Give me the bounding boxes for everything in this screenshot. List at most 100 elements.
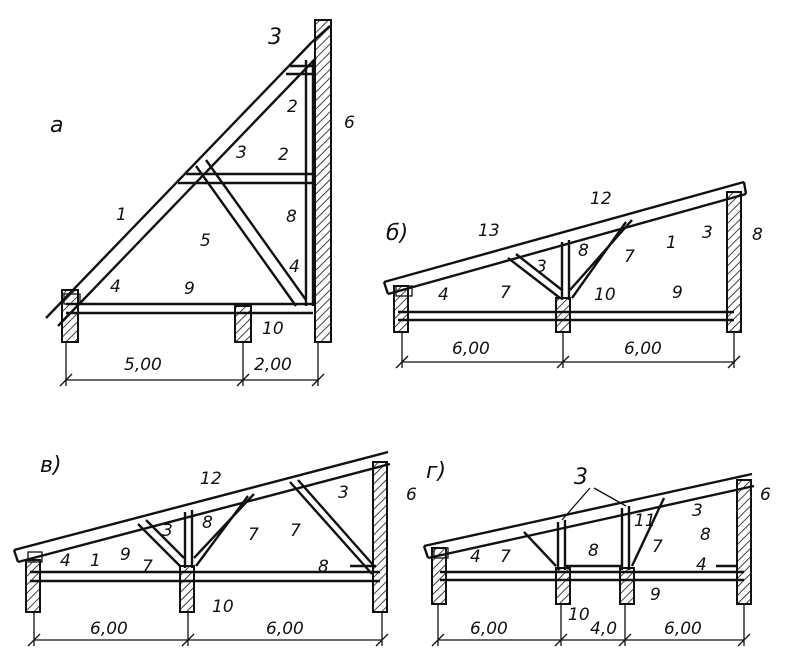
mauerlat-b-4 <box>395 285 413 297</box>
rafter-1-bottom <box>57 57 317 327</box>
wall-6 <box>314 19 332 343</box>
dim-tick-g1 <box>431 633 445 647</box>
rafter-v-end <box>12 549 20 563</box>
label-b-7-left: 7 <box>500 283 511 303</box>
label-v-3-left: 3 <box>162 521 173 541</box>
dim-a-1: 5,00 <box>124 355 162 375</box>
label-g-3-right: 3 <box>692 501 703 521</box>
label-v-3-right: 3 <box>338 483 349 503</box>
label-v-8-post: 8 <box>202 513 213 533</box>
label-v-1: 1 <box>90 551 101 571</box>
rafter-g-top <box>423 472 753 548</box>
label-a-10: 10 <box>262 319 284 339</box>
dim-b-2: 6,00 <box>624 339 662 359</box>
label-b-13: 13 <box>478 221 500 241</box>
mauerlat-g-4 <box>433 547 449 559</box>
dim-tick-v1 <box>27 633 41 647</box>
rafter-b-end2 <box>742 181 748 195</box>
panel-v: в) 1 3 3 4 6 7 7 7 8 8 9 10 12 6,00 6,00 <box>12 450 417 647</box>
label-a-2-top: 2 <box>287 97 298 117</box>
label-b-8-wall: 8 <box>752 225 763 245</box>
mauerlat-v-4 <box>27 551 43 563</box>
label-g-6: 6 <box>760 485 771 505</box>
wall-v-right <box>372 461 388 613</box>
label-a-8: 8 <box>286 207 297 227</box>
label-v-7-left: 7 <box>142 557 153 577</box>
support-b-10 <box>555 297 571 333</box>
label-b-3-left: 3 <box>536 257 547 277</box>
strut-5-a <box>195 165 297 307</box>
strut-v-left-a <box>137 523 181 567</box>
label-b-8-post: 8 <box>578 241 589 261</box>
label-a-2-mid: 2 <box>278 145 289 165</box>
label-v-6: 6 <box>406 485 417 505</box>
dim-tick-v3 <box>375 633 389 647</box>
dim-g-3: 6,00 <box>664 619 702 639</box>
label-g-7-right: 7 <box>652 537 663 557</box>
label-a-3-top: 3 <box>268 25 282 50</box>
label-v-7-mid: 7 <box>248 525 259 545</box>
leader-g-3a <box>561 487 591 521</box>
support-v-10 <box>179 565 195 613</box>
label-a-9: 9 <box>184 279 195 299</box>
dim-tick-g2 <box>554 633 568 647</box>
strut-b-left-a <box>507 257 561 299</box>
dim-g-2: 4,0 <box>590 619 617 639</box>
label-g-8-mid: 8 <box>588 541 599 561</box>
label-b-7-right: 7 <box>624 247 635 267</box>
strut-v-mid-b <box>193 493 255 559</box>
dim-tick-a2 <box>236 373 250 387</box>
label-b-10: 10 <box>594 285 616 305</box>
wall-g-right <box>736 479 752 605</box>
label-g-10: 10 <box>568 605 590 625</box>
dim-v-1: 6,00 <box>90 619 128 639</box>
dim-v-2: 6,00 <box>266 619 304 639</box>
label-g-9: 9 <box>650 585 661 605</box>
label-b-9: 9 <box>672 283 683 303</box>
label-g-11: 11 <box>634 511 656 531</box>
mauerlat-4-left <box>63 293 81 305</box>
support-g-mid2 <box>619 567 635 605</box>
dim-tick-b3 <box>727 355 741 369</box>
label-v-10: 10 <box>212 597 234 617</box>
rafter-g-end <box>422 545 430 559</box>
rafter-b-end <box>382 281 390 295</box>
label-b-1: 1 <box>666 233 677 253</box>
label-a-6: 6 <box>344 113 355 133</box>
strut-v-right-a <box>289 481 373 575</box>
dim-b-1: 6,00 <box>452 339 490 359</box>
label-v-4: 4 <box>60 551 71 571</box>
leader-g-3b <box>593 487 627 507</box>
label-b-4: 4 <box>438 285 449 305</box>
rafter-1-top <box>45 41 313 319</box>
dim-a-2: 2,00 <box>254 355 292 375</box>
panel-letter-b: б) <box>386 221 408 246</box>
label-g-3-top: 3 <box>574 465 588 490</box>
panel-a: а 1 2 2 3 3 4 4 5 6 8 9 10 5,00 2,00 <box>45 19 355 387</box>
panel-g: г) 3 3 4 4 6 7 7 8 8 9 10 11 6,00 4,0 6,… <box>422 459 771 647</box>
label-b-12: 12 <box>590 189 612 209</box>
label-g-7-left: 7 <box>500 547 511 567</box>
panel-letter-a: а <box>50 113 63 138</box>
dim-tick-a1 <box>59 373 73 387</box>
panel-letter-g: г) <box>426 459 446 484</box>
dim-g-1: 6,00 <box>470 619 508 639</box>
dim-tick-b1 <box>395 355 409 369</box>
label-v-8-plate: 8 <box>318 557 329 577</box>
label-v-7-right: 7 <box>290 521 301 541</box>
rafter-b-bottom <box>387 192 747 296</box>
label-a-1: 1 <box>116 205 127 225</box>
strut-v-mid-a <box>195 495 249 567</box>
support-v-left <box>25 559 41 613</box>
strut-v-right-b <box>297 479 375 567</box>
support-g-mid1 <box>555 567 571 605</box>
strut-b-right-b <box>569 219 633 291</box>
label-g-8-right: 8 <box>700 525 711 545</box>
label-a-4-left: 4 <box>110 277 121 297</box>
strut-5-b <box>205 159 307 301</box>
strut-g-right <box>630 497 666 567</box>
rafter-v-bottom <box>17 462 391 564</box>
panel-letter-v: в) <box>40 453 62 478</box>
label-g-4-right: 4 <box>696 555 707 575</box>
